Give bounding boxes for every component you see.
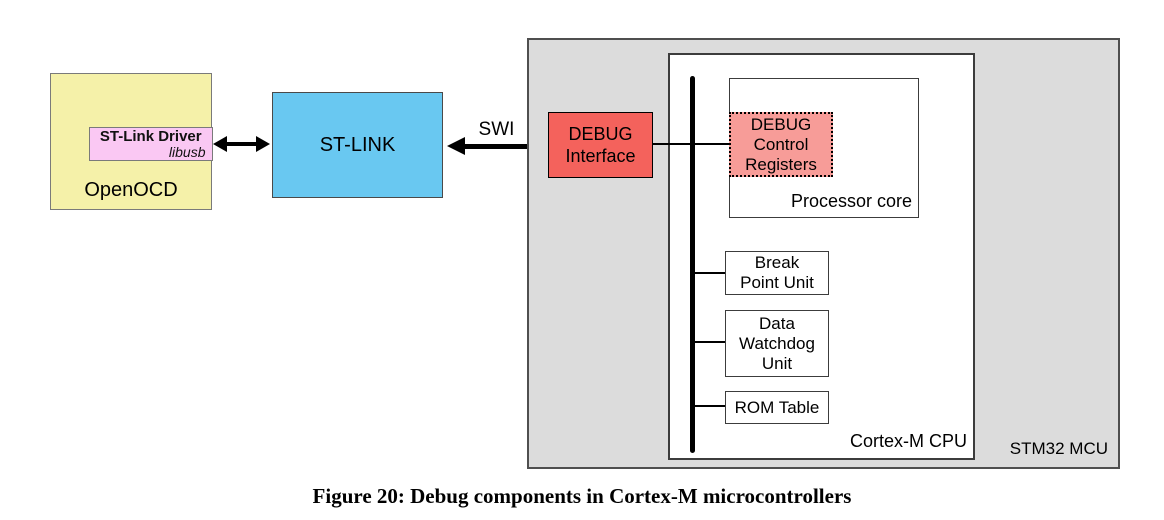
rom-table-box: ROM Table bbox=[725, 391, 829, 424]
arrow-left-head-icon bbox=[213, 136, 227, 152]
arrow-right-head-icon bbox=[256, 136, 270, 152]
arrow-shaft bbox=[465, 143, 530, 149]
data-watchdog-unit-box: Data Watchdog Unit bbox=[725, 310, 829, 377]
break-point-unit-label: Break Point Unit bbox=[740, 253, 814, 292]
bus-to-break-point-unit-line bbox=[693, 272, 725, 274]
debug-interface-label: DEBUG Interface bbox=[565, 124, 636, 166]
stlink-label: ST-LINK bbox=[319, 133, 396, 156]
swi-label: SWI bbox=[478, 119, 515, 140]
debug-interface-box: DEBUG Interface bbox=[548, 112, 653, 178]
bus-to-rom-table-line bbox=[693, 405, 725, 407]
figure-caption: Figure 20: Debug components in Cortex-M … bbox=[312, 484, 852, 508]
debug-control-registers-label: DEBUG Control Registers bbox=[745, 114, 817, 174]
data-watchdog-unit-label: Data Watchdog Unit bbox=[739, 313, 815, 373]
arrow-left-head-icon bbox=[447, 137, 465, 155]
arrow-shaft bbox=[227, 142, 256, 146]
libusb-label: libusb bbox=[168, 143, 206, 160]
usb-double-arrow bbox=[213, 136, 270, 152]
stlink-driver-box: ST-Link Driver libusb bbox=[89, 127, 213, 161]
debug-control-registers-box: DEBUG Control Registers bbox=[729, 112, 833, 177]
stm32-mcu-label: STM32 MCU bbox=[1009, 439, 1108, 458]
bus-to-data-watchdog-line bbox=[693, 341, 725, 343]
stlink-box: ST-LINK bbox=[272, 92, 443, 198]
stlink-driver-label: ST-Link Driver bbox=[99, 127, 202, 145]
openocd-label: OpenOCD bbox=[84, 179, 178, 201]
debug-bus-line bbox=[690, 76, 695, 453]
cortex-m-cpu-label: Cortex-M CPU bbox=[849, 431, 967, 451]
openocd-box: ST-Link Driver libusb OpenOCD bbox=[50, 73, 213, 210]
break-point-unit-box: Break Point Unit bbox=[725, 251, 829, 295]
processor-core-label: Processor core bbox=[790, 191, 912, 211]
rom-table-label: ROM Table bbox=[734, 397, 820, 417]
